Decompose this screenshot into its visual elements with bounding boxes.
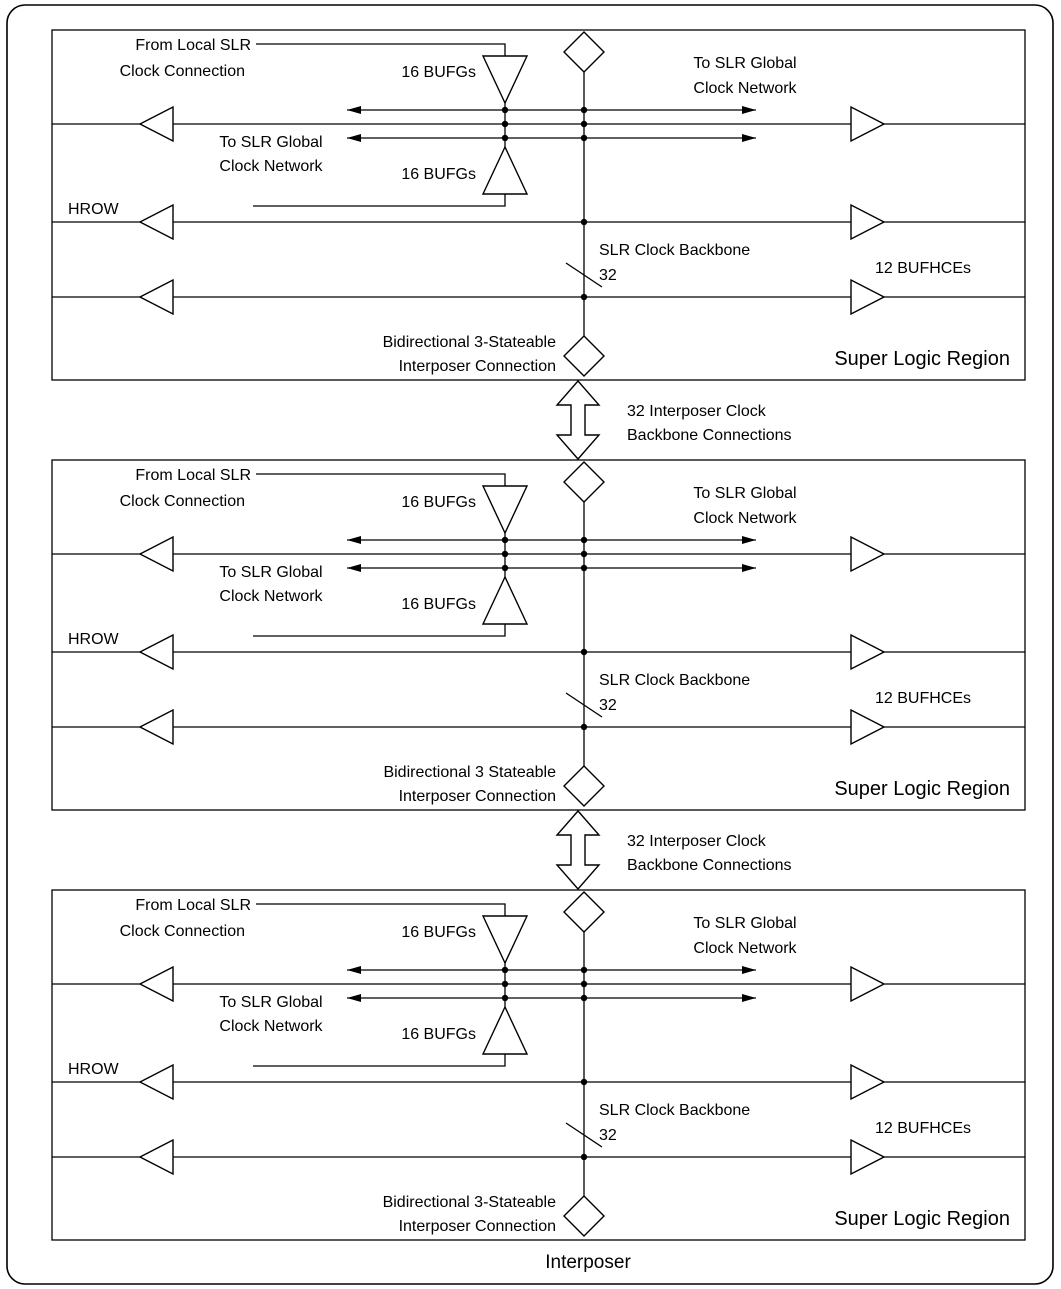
bus-width-label: 32 [599, 267, 617, 284]
region-title: Super Logic Region [834, 348, 1010, 370]
global-right-label-line1: To SLR Global [693, 485, 796, 502]
bidir-label-line2: Interposer Connection [399, 358, 556, 375]
global-left-label-line1: To SLR Global [219, 134, 322, 151]
bufg-top-label: 16 BUFGs [401, 924, 476, 941]
super-logic-region-1: From Local SLR Clock Connection 16 BUFGs… [52, 30, 1025, 380]
from-local-label-line2: Clock Connection [120, 493, 245, 510]
connector-label-line1: 32 Interposer Clock [627, 833, 767, 850]
interposer-label: Interposer [545, 1252, 631, 1273]
bidir-label-line2: Interposer Connection [399, 788, 556, 805]
backbone-label: SLR Clock Backbone [599, 672, 750, 689]
hrow-label: HROW [68, 1061, 120, 1078]
connector-label-line1: 32 Interposer Clock [627, 403, 767, 420]
interposer-connector-1: 32 Interposer Clock Backbone Connections [555, 379, 792, 461]
backbone-label: SLR Clock Backbone [599, 242, 750, 259]
bus-width-label: 32 [599, 697, 617, 714]
hrow-label: HROW [68, 201, 120, 218]
bidirectional-arrow-1 [555, 379, 601, 461]
bufg-bottom-label: 16 BUFGs [401, 1026, 476, 1043]
region-title: Super Logic Region [834, 778, 1010, 800]
global-left-label-line2: Clock Network [219, 588, 323, 605]
global-right-label-line1: To SLR Global [693, 55, 796, 72]
hrow-label: HROW [68, 631, 120, 648]
from-local-label-line1: From Local SLR [135, 37, 251, 54]
bufhce-label: 12 BUFHCEs [875, 1120, 971, 1137]
bufhce-label: 12 BUFHCEs [875, 260, 971, 277]
backbone-label: SLR Clock Backbone [599, 1102, 750, 1119]
bufg-bottom-label: 16 BUFGs [401, 166, 476, 183]
region-title: Super Logic Region [834, 1208, 1010, 1230]
global-right-label-line1: To SLR Global [693, 915, 796, 932]
interposer-frame [6, 4, 1054, 1285]
bufhce-label: 12 BUFHCEs [875, 690, 971, 707]
bidir-label-line1: Bidirectional 3-Stateable [383, 334, 557, 351]
bufg-top-label: 16 BUFGs [401, 64, 476, 81]
bidirectional-arrow-2 [555, 809, 601, 891]
global-left-label-line2: Clock Network [219, 1018, 323, 1035]
bidir-label-line1: Bidirectional 3-Stateable [383, 1194, 557, 1211]
connector-label-line2: Backbone Connections [627, 857, 792, 874]
bus-width-label: 32 [599, 1127, 617, 1144]
bufg-top-label: 16 BUFGs [401, 494, 476, 511]
from-local-label-line1: From Local SLR [135, 897, 251, 914]
from-local-label-line2: Clock Connection [120, 923, 245, 940]
global-right-label-line2: Clock Network [693, 80, 797, 97]
global-left-label-line1: To SLR Global [219, 564, 322, 581]
super-logic-region-2: From Local SLR Clock Connection 16 BUFGs… [52, 460, 1025, 810]
bidir-label-line2: Interposer Connection [399, 1218, 556, 1235]
global-left-label-line1: To SLR Global [219, 994, 322, 1011]
bufg-bottom-label: 16 BUFGs [401, 596, 476, 613]
super-logic-region-3: From Local SLR Clock Connection 16 BUFGs… [52, 890, 1025, 1240]
from-local-label-line1: From Local SLR [135, 467, 251, 484]
global-left-label-line2: Clock Network [219, 158, 323, 175]
global-right-label-line2: Clock Network [693, 940, 797, 957]
connector-label-line2: Backbone Connections [627, 427, 792, 444]
global-right-label-line2: Clock Network [693, 510, 797, 527]
interposer-connector-2: 32 Interposer Clock Backbone Connections [555, 809, 792, 891]
bidir-label-line1: Bidirectional 3 Stateable [383, 764, 556, 781]
from-local-label-line2: Clock Connection [120, 63, 245, 80]
